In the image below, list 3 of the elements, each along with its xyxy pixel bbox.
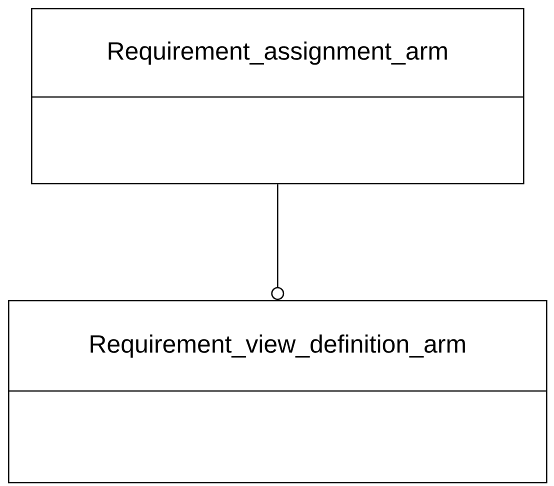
class-box: Requirement_assignment_arm bbox=[31, 8, 524, 184]
class-box: Requirement_view_definition_arm bbox=[8, 300, 548, 484]
association-line bbox=[271, 184, 284, 300]
